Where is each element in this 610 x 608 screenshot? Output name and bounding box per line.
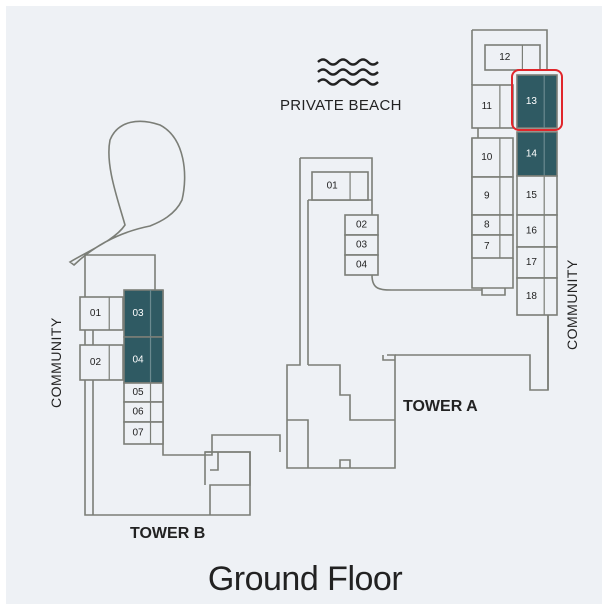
tower-a-east-unit-12[interactable]: 12	[484, 44, 541, 71]
unit-number: 13	[526, 96, 538, 107]
community-right-label: COMMUNITY	[564, 259, 580, 350]
unit-shape[interactable]	[311, 171, 369, 201]
tower-b-unit-01[interactable]: 01	[79, 296, 124, 331]
unit-number: 04	[356, 260, 368, 271]
tower-a-east-unit-11[interactable]: 11	[471, 84, 514, 129]
unit-number: 06	[132, 407, 144, 418]
waves-icon	[317, 58, 379, 86]
unit-shape[interactable]	[516, 175, 558, 216]
tower-a-label: TOWER A	[403, 398, 478, 415]
unit-shape[interactable]	[516, 246, 558, 279]
unit-number: 8	[484, 220, 490, 231]
unit-number: 9	[484, 191, 490, 202]
unit-number: 16	[526, 226, 538, 237]
unit-number: 05	[132, 387, 144, 398]
tower-a-east-unit-13[interactable]: 13	[516, 74, 558, 129]
tower-a-east-unit-7[interactable]: 7	[471, 234, 514, 259]
unit-number: 14	[526, 149, 538, 160]
tower-a-east-unit-10[interactable]: 10	[471, 137, 514, 178]
building-outlines	[68, 29, 549, 516]
tower-a-west-unit-04[interactable]: 04	[344, 254, 379, 276]
tower-b-unit-06[interactable]: 06	[123, 401, 164, 423]
unit-number: 07	[132, 428, 144, 439]
selected-unit-highlight	[511, 69, 563, 131]
tower-a-west-unit-02[interactable]: 02	[344, 214, 379, 236]
unit-number: 11	[482, 101, 493, 112]
tower-a-west-unit-03[interactable]: 03	[344, 234, 379, 256]
tower-b-unit-07[interactable]: 07	[123, 421, 164, 445]
tower-a-east-unit-14[interactable]: 14	[516, 131, 558, 177]
unit-shape[interactable]	[79, 344, 124, 381]
unit-shape[interactable]	[516, 277, 558, 316]
tower-a-west-unit-01[interactable]: 01	[311, 171, 369, 201]
unit-number: 15	[526, 190, 538, 201]
units-layer: 12 11 13 10 14 9 15 8 7 16 17 18 01 02 03 04 01 02 03 04 05 0…	[79, 44, 558, 445]
unit-number: 03	[356, 240, 368, 251]
unit-shape[interactable]	[471, 137, 514, 178]
floor-title: Ground Floor	[207, 560, 403, 598]
unit-number: 17	[526, 257, 538, 268]
tower-a-east-unit-16[interactable]: 16	[516, 214, 558, 248]
unit-number: 10	[481, 152, 493, 163]
unit-number: 02	[356, 220, 368, 231]
community-left-label: COMMUNITY	[48, 317, 64, 408]
private-beach-label: PRIVATE BEACH	[280, 97, 402, 114]
tower-b-unit-03[interactable]: 03	[123, 289, 164, 338]
tower-a-east-unit-8[interactable]: 8	[471, 214, 514, 236]
tower-b-label: TOWER B	[130, 525, 206, 542]
unit-shape[interactable]	[516, 131, 558, 177]
unit-number: 01	[90, 308, 102, 319]
unit-shape[interactable]	[471, 234, 514, 259]
unit-number: 18	[526, 291, 538, 302]
unit-shape[interactable]	[484, 44, 541, 71]
unit-shape[interactable]	[516, 214, 558, 248]
unit-number: 01	[327, 181, 339, 192]
unit-number: 04	[132, 355, 144, 366]
unit-shape[interactable]	[344, 254, 379, 276]
tower-a-east-unit-17[interactable]: 17	[516, 246, 558, 279]
unit-number: 02	[90, 357, 102, 368]
tower-a-east-unit-9[interactable]: 9	[471, 176, 514, 216]
tower-b-unit-04[interactable]: 04	[123, 336, 164, 384]
tower-a-east-unit-18[interactable]: 18	[516, 277, 558, 316]
unit-shape[interactable]	[79, 296, 124, 331]
tower-b-unit-02[interactable]: 02	[79, 344, 124, 381]
unit-shape[interactable]	[471, 214, 514, 236]
tower-a-east-unit-15[interactable]: 15	[516, 175, 558, 216]
unit-number: 7	[484, 241, 490, 252]
tower-b-unit-05[interactable]: 05	[123, 382, 164, 403]
unit-number: 12	[499, 52, 511, 63]
unit-number: 03	[132, 308, 144, 319]
unit-shape[interactable]	[123, 421, 164, 445]
unit-shape[interactable]	[516, 74, 558, 129]
unit-shape[interactable]	[471, 84, 514, 129]
unit-shape[interactable]	[471, 176, 514, 216]
unit-shape[interactable]	[123, 289, 164, 338]
